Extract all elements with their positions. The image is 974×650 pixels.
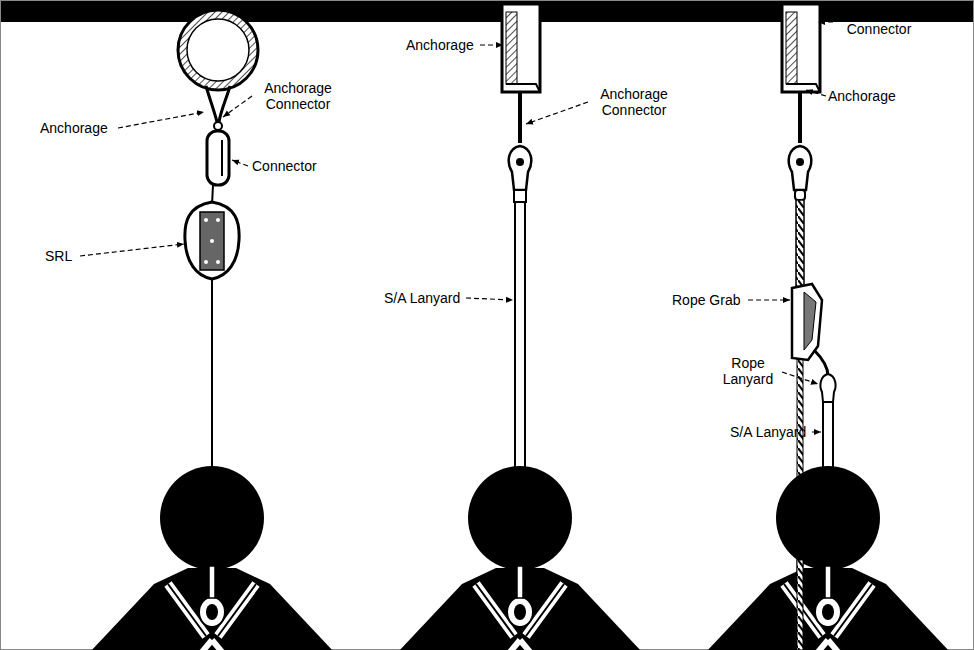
part-label: S/A Lanyard (384, 290, 460, 306)
part-label: Anchorage (828, 88, 896, 104)
part-label: SRL (45, 248, 72, 264)
part-label: Rope Grab (672, 292, 740, 308)
part-label: Connector (252, 158, 317, 174)
part-label: Anchorage Connector (252, 80, 344, 112)
part-label: S/A Lanyard (730, 424, 806, 440)
part-label: Anchorage (406, 37, 474, 53)
part-label: Rope Lanyard (712, 355, 784, 387)
part-label: Anchorage (40, 120, 108, 136)
part-label: Anchorage Connector (588, 86, 680, 118)
part-label: Anchorage Connector (833, 5, 925, 37)
